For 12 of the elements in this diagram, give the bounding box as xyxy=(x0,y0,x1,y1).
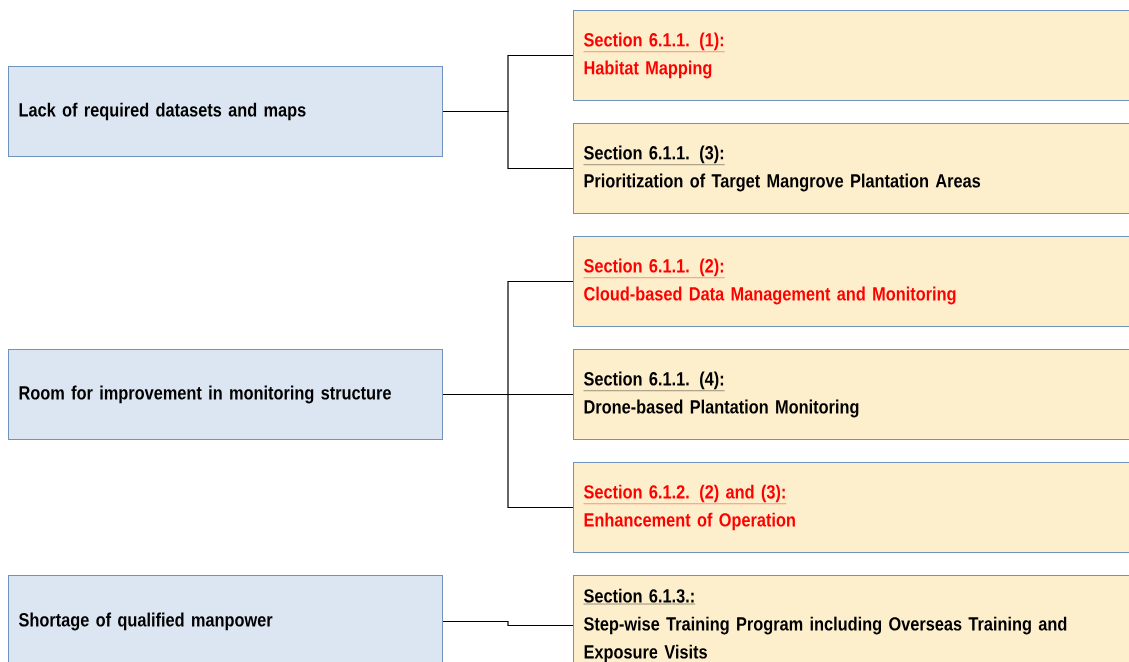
section-box: Section 6.1.1. (1): Habitat Mapping xyxy=(573,10,1129,101)
section-box: Section 6.1.1. (2): Cloud-based Data Management and Monitoring xyxy=(573,236,1129,327)
problem-box: Lack of required datasets and maps xyxy=(8,66,443,157)
connector-line xyxy=(442,110,574,170)
problem-box: Room for improvement in monitoring structure xyxy=(8,349,443,440)
connector-line xyxy=(442,393,574,509)
problem-box: Shortage of qualified manpower xyxy=(8,575,443,662)
connector-line xyxy=(442,620,574,627)
section-box: Section 6.1.2. (2) and (3): Enhancement of Operation xyxy=(573,462,1129,553)
section-box: Section 6.1.1. (3): Prioritization of Target Mangrove Plantation Areas xyxy=(573,123,1129,214)
section-box: Section 6.1.1. (4): Drone-based Plantation Monitoring xyxy=(573,349,1129,440)
section-box: Section 6.1.3.: Step-wise Training Program including Overseas Training and Exposure Visits xyxy=(573,575,1129,662)
